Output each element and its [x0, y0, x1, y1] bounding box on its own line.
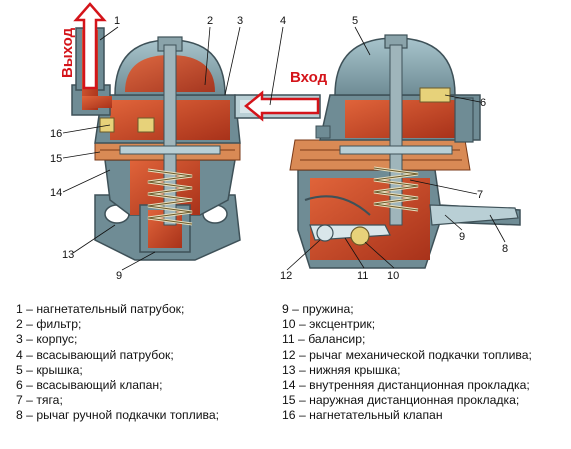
callout-9: 9: [459, 231, 465, 243]
legend-item: 7 – тяга;: [16, 393, 63, 408]
legend-item: 9 – пружина;: [282, 302, 354, 316]
inlet-arrow: [244, 90, 320, 122]
right-pump-section: [289, 34, 521, 269]
legend-left: 1 – нагнетательный патрубок; 2 – фильтр;…: [16, 302, 219, 424]
legend-item: 5 – крышка;: [16, 362, 83, 377]
legend-item: 2 – фильтр;: [16, 317, 82, 332]
callout-16: 16: [50, 128, 62, 140]
legend-item: 8 – рычаг ручной подкачки топлива;: [16, 408, 220, 423]
callout-12: 12: [280, 270, 292, 282]
callout-2: 2: [207, 15, 213, 27]
legend-item: 10 – эксцентрик;: [282, 317, 376, 332]
legend-item: 3 – корпус;: [16, 332, 78, 347]
left-pump-section: [71, 27, 321, 261]
legend-item: 16 – нагнетательный клапан: [282, 408, 443, 423]
callout-7: 7: [477, 189, 483, 201]
legend-item: 1 – нагнетательный патрубок;: [16, 302, 185, 316]
fuel-pump-diagram: Выход Вход: [50, 2, 521, 282]
legend-right: 9 – пружина; 10 – эксцентрик; 11 – балан…: [282, 302, 532, 424]
callout-10: 10: [387, 270, 399, 282]
callout-9-left: 9: [116, 270, 122, 282]
legend-item: 14 – внутренняя дистанционная прокладка;: [282, 377, 530, 392]
callout-4: 4: [280, 15, 286, 27]
callout-1: 1: [114, 15, 120, 27]
legend-item: 6 – всасывающий клапан;: [16, 377, 163, 392]
callout-5: 5: [352, 15, 358, 27]
out-label: Выход: [59, 27, 76, 78]
outlet-arrow: [73, 2, 107, 90]
callout-8: 8: [502, 243, 508, 255]
callout-11: 11: [357, 270, 368, 282]
legend-item: 15 – наружная дистанционная прокладка;: [282, 393, 520, 408]
callout-6: 6: [480, 97, 486, 109]
in-label: Вход: [290, 69, 328, 86]
callout-13: 13: [62, 249, 74, 261]
callout-3: 3: [237, 15, 243, 27]
callout-leaders: [62, 26, 506, 271]
callout-14: 14: [50, 187, 62, 199]
legend-item: 13 – нижняя крышка;: [282, 362, 401, 377]
legend-item: 11 – балансир;: [282, 332, 366, 347]
flow-arrows: [73, 2, 320, 122]
legend-item: 12 – рычаг механической подкачки топлива…: [282, 347, 532, 362]
callout-15: 15: [50, 153, 62, 165]
legend-item: 4 – всасывающий патрубок;: [16, 347, 174, 362]
callout-numbers: 1 2 3 4 5 6 7 8 9 9 10 11 12 13 14 15 16: [50, 15, 508, 282]
